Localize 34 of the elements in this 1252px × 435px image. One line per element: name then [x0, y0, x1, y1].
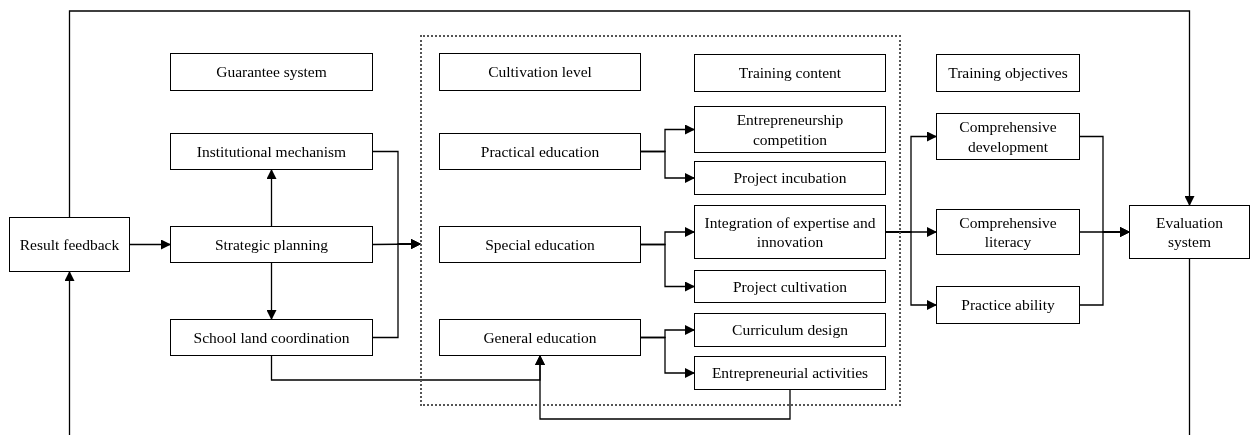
arrow — [266, 169, 277, 227]
arrow — [372, 239, 421, 339]
process-box: Training objectives — [936, 54, 1080, 92]
process-box: Comprehensive development — [936, 113, 1080, 160]
arrow — [1079, 227, 1130, 306]
process-box: Comprehensive literacy — [936, 209, 1080, 255]
process-box: Guarantee system — [170, 53, 373, 91]
process-box: Project incubation — [694, 161, 886, 195]
process-box: Curriculum design — [694, 313, 886, 347]
arrow — [640, 243, 695, 292]
process-box: Evaluation system — [1129, 205, 1250, 259]
arrow — [64, 271, 75, 435]
process-box: Entrepreneurship competition — [694, 106, 886, 153]
arrow — [266, 262, 277, 320]
dotted-group-frame — [420, 35, 901, 406]
process-box: Practice ability — [936, 286, 1080, 324]
arrow — [535, 355, 791, 420]
process-box: Practical education — [439, 133, 641, 170]
arrow — [68, 10, 1195, 218]
process-box: Institutional mechanism — [170, 133, 373, 170]
process-box: Cultivation level — [439, 53, 641, 91]
process-box: Project cultivation — [694, 270, 886, 303]
process-box: Training content — [694, 54, 886, 92]
arrow — [129, 239, 171, 250]
process-box: Result feedback — [9, 217, 130, 272]
process-box: Strategic planning — [170, 226, 373, 263]
process-box: School land coordination — [170, 319, 373, 356]
arrow — [640, 336, 695, 378]
arrow — [640, 150, 695, 183]
process-box: General education — [439, 319, 641, 356]
process-box: Integration of expertise and innovation — [694, 205, 886, 259]
arrow — [885, 231, 937, 310]
process-box: Entrepreneurial activities — [694, 356, 886, 390]
process-box: Special education — [439, 226, 641, 263]
